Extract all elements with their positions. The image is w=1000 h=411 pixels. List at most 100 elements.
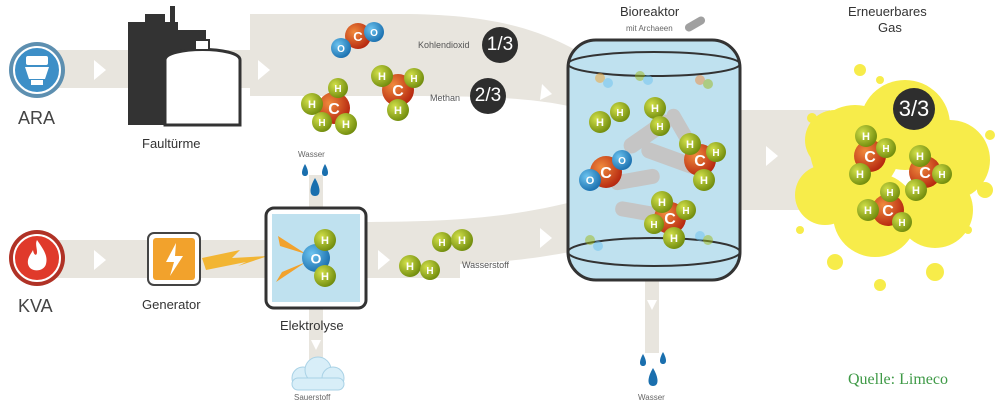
wasser-bottom-label: Wasser xyxy=(638,393,665,402)
water-drop-icon xyxy=(310,178,320,196)
hydrogen-atom xyxy=(892,212,912,232)
bioreaktor-label: Bioreaktor xyxy=(620,4,680,19)
hydrogen-atom-label: H xyxy=(378,71,386,83)
hydrogen-atom xyxy=(314,229,336,251)
carbon-atom-label: C xyxy=(392,83,404,100)
carbon-atom-label: C xyxy=(600,165,612,182)
hydrogen-atom-label: H xyxy=(912,185,920,197)
arrow-icon xyxy=(94,250,106,270)
hydrogen-atom-label: H xyxy=(700,175,708,187)
erneuerbares-label: Erneuerbares xyxy=(848,4,927,19)
oxygen-atom xyxy=(302,244,330,272)
generator-label: Generator xyxy=(142,297,201,312)
hydrogen-atom xyxy=(650,116,670,136)
water-drop-icon xyxy=(302,164,308,176)
hydrogen-atom xyxy=(610,102,630,122)
faultuerme-icon xyxy=(128,6,242,127)
oxygen-atom-label: O xyxy=(311,250,322,266)
arrow-icon xyxy=(311,340,321,350)
oxygen-atom-label: O xyxy=(370,28,378,39)
hydrogen-atom xyxy=(905,179,927,201)
hydrogen-atom-label: H xyxy=(334,84,341,95)
hydrogen-atom xyxy=(676,200,696,220)
hydrogen-atom xyxy=(693,169,715,191)
ara-icon xyxy=(9,42,65,98)
oxygen-atom xyxy=(612,150,632,170)
source-label: Quelle: Limeco xyxy=(848,371,948,388)
kva-icon xyxy=(9,230,65,286)
methan-label: Methan xyxy=(430,93,461,103)
hydrogen-atom-label: H xyxy=(650,220,657,231)
archaeen-label: mit Archaeen xyxy=(626,24,673,33)
arrow-icon xyxy=(647,300,657,310)
fraction-badge-gas: 3/3 xyxy=(893,88,935,130)
kva-label: KVA xyxy=(18,296,53,316)
carbon-atom-label: C xyxy=(664,211,676,228)
faultuerme-label: Faultürme xyxy=(142,136,201,151)
hydrogen-atom xyxy=(706,142,726,162)
arrow-icon xyxy=(378,250,390,270)
arrow-icon xyxy=(94,60,106,80)
hydrogen-atom-label: H xyxy=(882,144,889,155)
wasser-top-label: Wasser xyxy=(298,150,325,159)
hydrogen-atom xyxy=(312,112,332,132)
hydrogen-atom xyxy=(335,113,357,135)
water-drop-icon xyxy=(648,368,658,386)
hydrogen-atom xyxy=(404,68,424,88)
ara-label: ARA xyxy=(18,108,56,128)
hydrogen-atom-label: H xyxy=(394,105,402,117)
oxygen-atom xyxy=(364,22,384,42)
oxygen-atom-label: O xyxy=(618,156,626,167)
carbon-atom-label: C xyxy=(694,153,706,170)
wasserstoff-label: Wasserstoff xyxy=(462,260,510,270)
carbon-atom-label: C xyxy=(328,101,340,118)
hydrogen-atom-label: H xyxy=(938,170,945,181)
water-drops-bottom xyxy=(640,352,666,386)
carbon-atom-label: C xyxy=(353,29,363,44)
hydrogen-atom-label: H xyxy=(670,233,678,245)
toilet-icon xyxy=(25,56,49,85)
hydrogen-atom xyxy=(328,78,348,98)
hydrogen-atom-label: H xyxy=(426,266,433,277)
hydrogen-atom-label: H xyxy=(410,74,417,85)
hydrogen-atom-label: H xyxy=(682,206,689,217)
hydrogen-atom xyxy=(876,138,896,158)
hydrogen-atom xyxy=(855,125,877,147)
arrow-icon xyxy=(766,146,778,166)
hydrogen-atom-label: H xyxy=(438,238,445,249)
hydrogen-atom-label: H xyxy=(712,148,719,159)
hydrogen-atom xyxy=(399,255,421,277)
hydrogen-atom-label: H xyxy=(616,108,623,119)
hydrogen-atom-label: H xyxy=(458,235,466,247)
lightning-icon xyxy=(166,243,183,276)
generator-icon xyxy=(147,232,201,286)
arrow-icon xyxy=(258,60,270,80)
flow-arrows xyxy=(94,60,778,350)
bioreaktor-vessel xyxy=(566,38,742,282)
flame-icon xyxy=(27,240,47,271)
fraction-badge-kohlendioxid: 1/3 xyxy=(482,27,518,63)
arrow-icon xyxy=(540,228,552,248)
hydrogen-atom xyxy=(387,99,409,121)
hydrogen-atom-label: H xyxy=(656,122,663,133)
hydrogen-atom-label: H xyxy=(856,169,864,181)
hydrogen-atom-label: H xyxy=(308,99,316,111)
hydrogen-atom xyxy=(909,145,931,167)
flow-band-water xyxy=(645,278,659,353)
water-drop-icon xyxy=(640,354,646,366)
oxygen-atom-label: O xyxy=(337,44,345,55)
bacteria-icon xyxy=(684,16,706,32)
hydrogen-atom-label: H xyxy=(321,271,329,283)
hydrogen-atom xyxy=(663,227,685,249)
hydrogen-atom-label: H xyxy=(886,188,893,199)
hydrogen-atom xyxy=(880,182,900,202)
hydrogen-atom-label: H xyxy=(406,261,414,273)
sauerstoff-label: Sauerstoff xyxy=(294,393,331,402)
hydrogen-atom xyxy=(857,199,879,221)
hydrogen-atom xyxy=(644,214,664,234)
hydrogen-atom-label: H xyxy=(342,119,350,131)
hydrogen-atom xyxy=(849,163,871,185)
hydrogen-atom xyxy=(589,111,611,133)
